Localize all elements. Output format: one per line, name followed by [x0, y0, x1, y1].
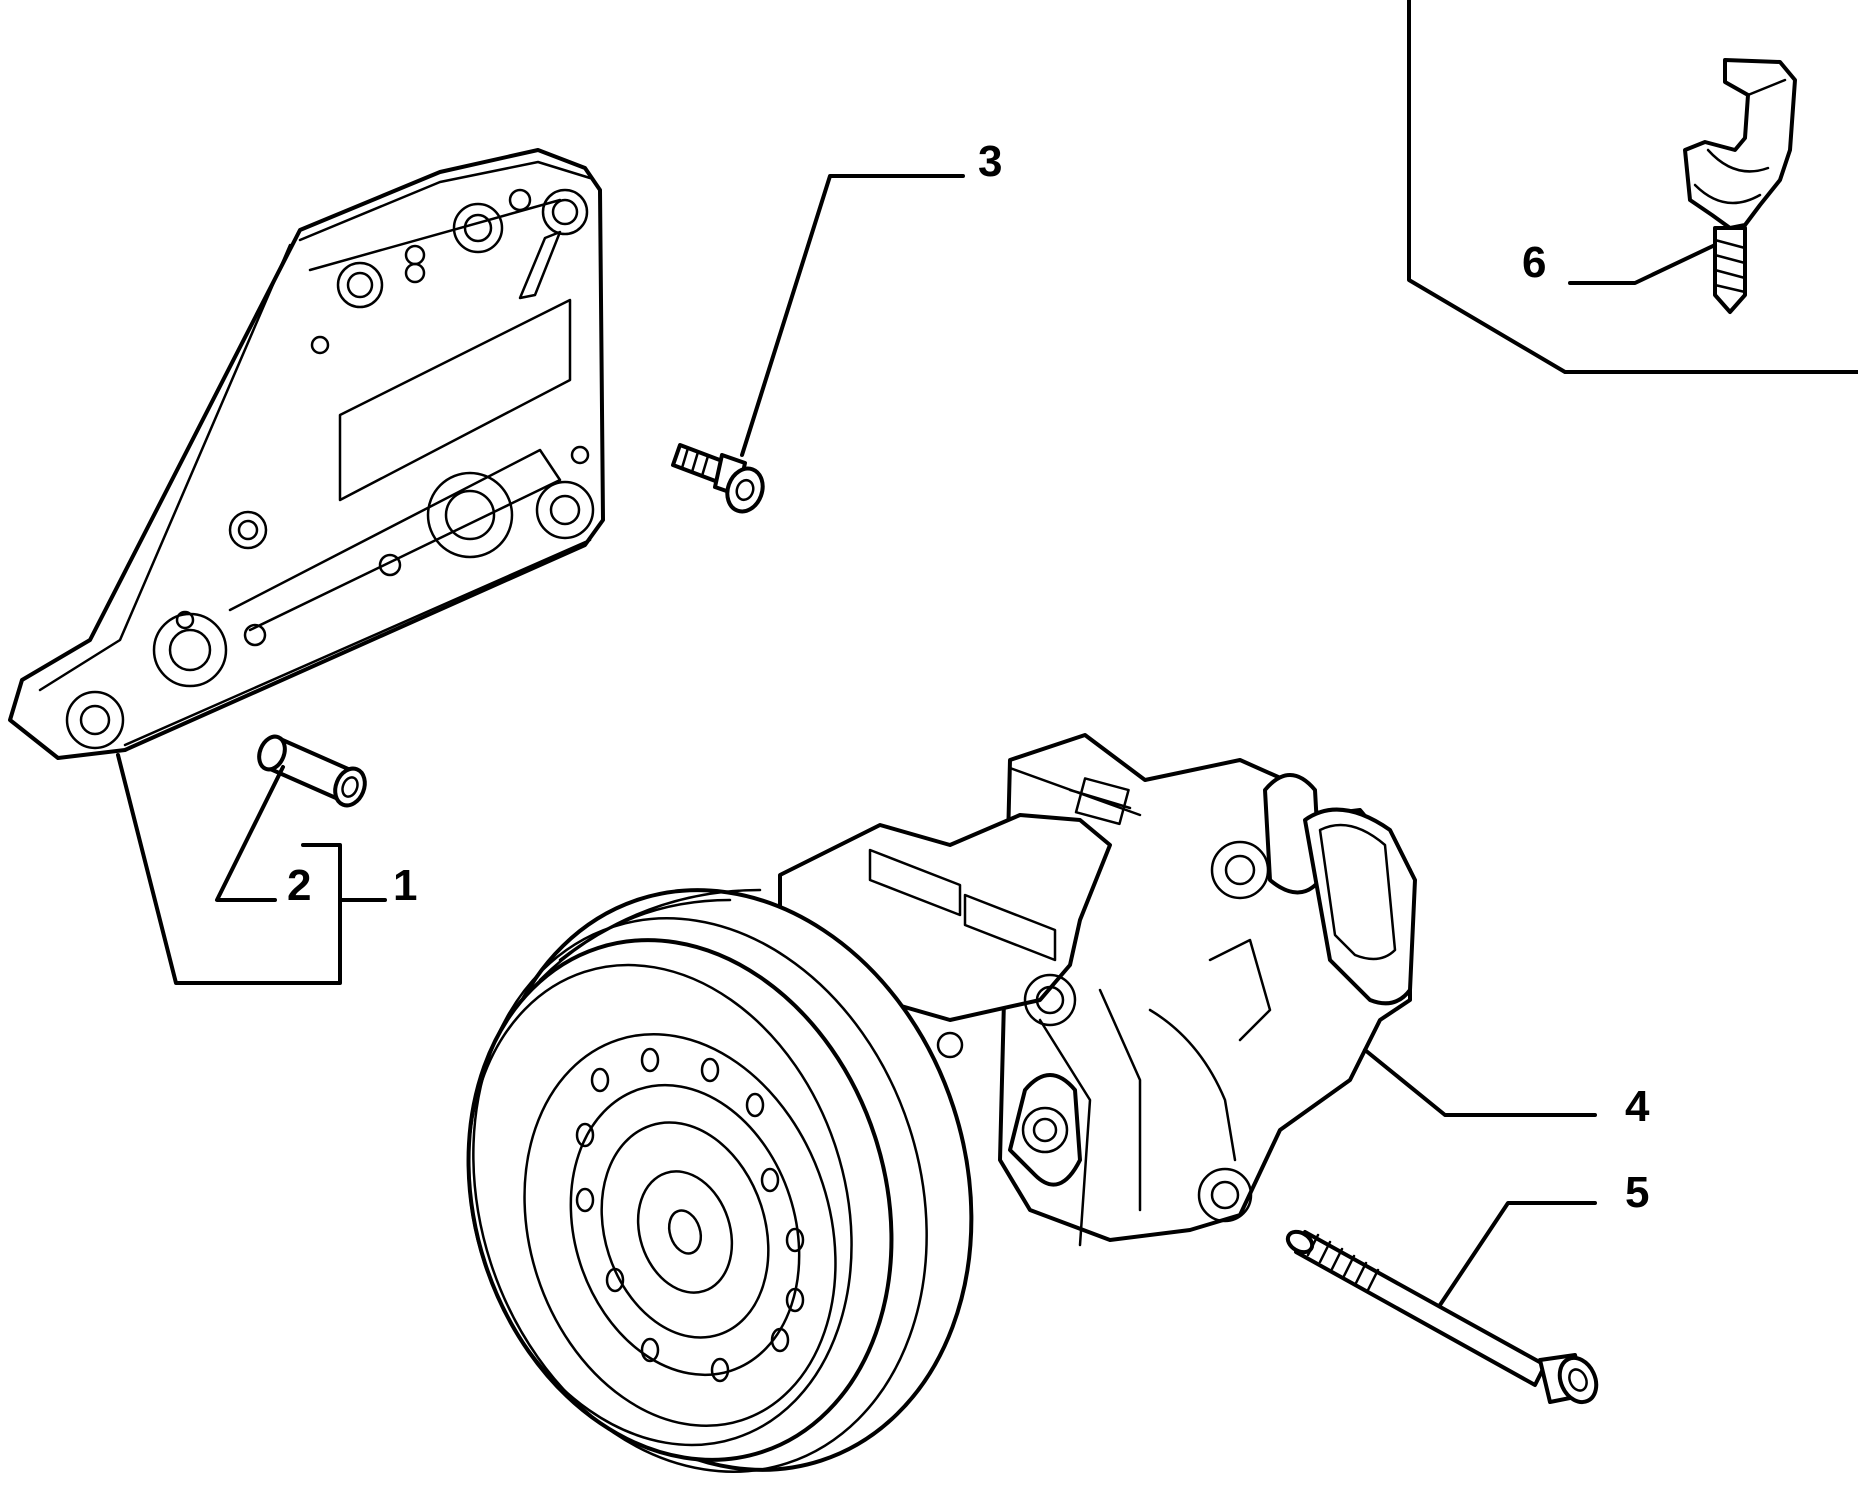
part-4-compressor: [466, 733, 1417, 1473]
leader-5: [1438, 1201, 1597, 1307]
leader-3: [740, 174, 965, 457]
part-5-bolt: [1285, 1229, 1599, 1405]
leader-4: [1363, 1048, 1597, 1117]
part-1-bracket: [8, 148, 605, 760]
part-2-sleeve: [257, 734, 367, 808]
callout-5: 5: [1625, 1168, 1649, 1217]
callout-4: 4: [1625, 1082, 1650, 1131]
leader-1-group: [116, 753, 342, 985]
part-3-flange-screw: [671, 443, 765, 514]
callout-1: 1: [393, 861, 417, 910]
leader-6: [1568, 243, 1717, 285]
callout-labels: 3 6 2 1 4 5: [287, 137, 1650, 1217]
callout-6: 6: [1522, 238, 1546, 287]
inset-frame: [1407, 0, 1858, 374]
leader-2: [215, 765, 285, 902]
callout-2: 2: [287, 861, 311, 910]
leader-lines: [116, 174, 1717, 1307]
callout-3: 3: [978, 137, 1002, 186]
part-6-pipe-clip: [1683, 58, 1797, 314]
